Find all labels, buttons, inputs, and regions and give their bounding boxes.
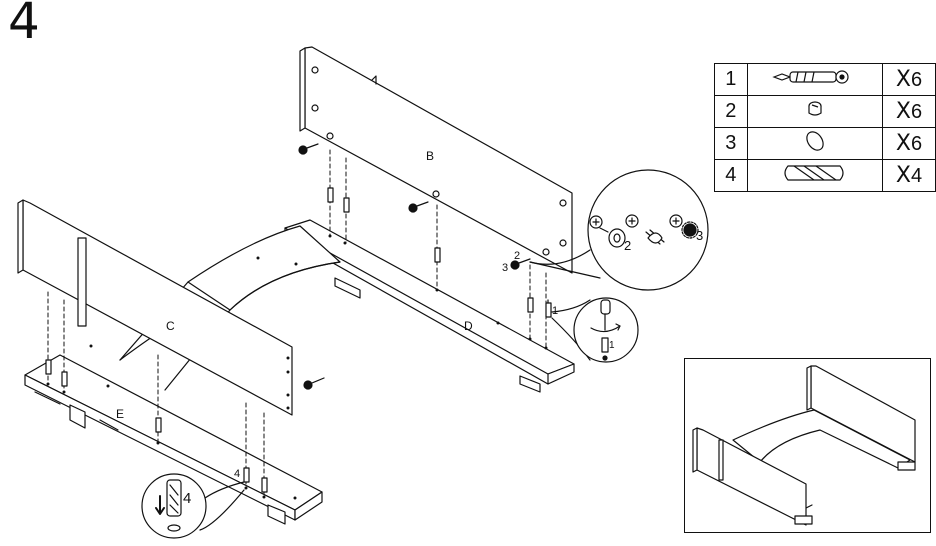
part-qty-1: X6 — [881, 63, 936, 96]
hole-b-6 — [559, 199, 567, 207]
cam-detail-hole-icon-3 — [669, 214, 683, 228]
label-2-at-b: 2 — [514, 250, 520, 262]
part-number-4: 4 — [714, 159, 748, 192]
parts-row-1: 1 X6 — [714, 63, 936, 96]
hole-b-4 — [432, 190, 440, 198]
qty-mark-1: X — [895, 67, 911, 92]
qty-value-1: 6 — [910, 69, 923, 91]
panel-c-strip — [77, 237, 87, 327]
parts-row-4: 4 X4 — [714, 159, 936, 192]
inset-assembled-bed — [692, 365, 916, 526]
step-number: 4 — [8, 0, 40, 50]
label-4-at-e: 4 — [234, 468, 240, 480]
holes-e — [46, 344, 297, 500]
bolt-detail-bolt-icon — [601, 337, 609, 353]
part-qty-4: X4 — [881, 159, 936, 192]
label-c: C — [166, 319, 175, 333]
qty-value-3: 6 — [910, 133, 923, 155]
hole-b-1 — [311, 66, 319, 74]
dowel-detail-arrow-icon — [155, 495, 165, 515]
cam-bolt-4 — [303, 377, 325, 390]
footboard-c — [17, 199, 293, 416]
label-d: D — [464, 319, 473, 333]
screwdriver-icon — [645, 229, 665, 245]
bolt-detail-label-1: 1 — [609, 340, 615, 351]
wooden-dowel-icon — [746, 159, 883, 192]
cam-bolt-1 — [298, 143, 319, 155]
cam-detail-label-2: 2 — [624, 238, 631, 253]
cam-lock-nut-icon — [746, 95, 883, 128]
hole-b-7 — [559, 239, 567, 247]
screwdriver-down-icon — [590, 299, 621, 333]
qty-value-4: 4 — [910, 165, 923, 187]
part-number-2: 2 — [714, 95, 748, 128]
bolt-detail-callout: 1 — [551, 297, 639, 363]
hole-b-3 — [326, 132, 334, 140]
qty-value-2: 6 — [910, 101, 923, 123]
cam-bolt-3 — [510, 258, 531, 270]
hole-b-5 — [542, 248, 550, 256]
dowels — [45, 187, 534, 493]
cover-cap-detail-icon — [681, 221, 699, 239]
bolt-d — [545, 299, 552, 318]
qty-mark-2: X — [895, 99, 911, 124]
label-e: E — [116, 407, 124, 421]
cam-nut-icon — [599, 227, 626, 248]
label-3-at-b: 3 — [502, 262, 508, 274]
label-b: B — [426, 149, 434, 163]
cam-detail-callout: 2 3 — [529, 169, 709, 291]
dowel-detail-dowel-icon — [166, 479, 182, 532]
cam-detail-label-3: 3 — [696, 228, 703, 243]
cam-bolt-2 — [408, 201, 429, 213]
cam-bolt-icon — [746, 63, 883, 96]
dowel-detail-label-4: 4 — [183, 490, 191, 507]
cam-bolts — [298, 143, 552, 390]
part-qty-2: X6 — [881, 95, 936, 128]
panel-d-front — [547, 363, 575, 385]
dowel-detail-callout: 4 — [141, 473, 245, 539]
parts-row-2: 2 X6 — [714, 95, 936, 128]
cam-detail-hole-icon-2 — [625, 214, 639, 228]
label-1-at-d: 1 — [552, 305, 558, 317]
inset-frame — [684, 358, 931, 533]
parts-row-3: 3 X6 — [714, 127, 936, 160]
part-number-1: 1 — [714, 63, 748, 96]
part-qty-3: X6 — [881, 127, 936, 160]
hole-b-2 — [311, 104, 319, 112]
parts-table: 1 X6 2 X6 3 X6 — [714, 63, 936, 192]
headboard-b — [299, 46, 573, 274]
cam-detail-hole-icon — [589, 215, 603, 229]
cover-cap-icon — [746, 127, 883, 160]
part-number-3: 3 — [714, 127, 748, 160]
qty-mark-4: X — [895, 163, 911, 188]
qty-mark-3: X — [895, 131, 911, 156]
